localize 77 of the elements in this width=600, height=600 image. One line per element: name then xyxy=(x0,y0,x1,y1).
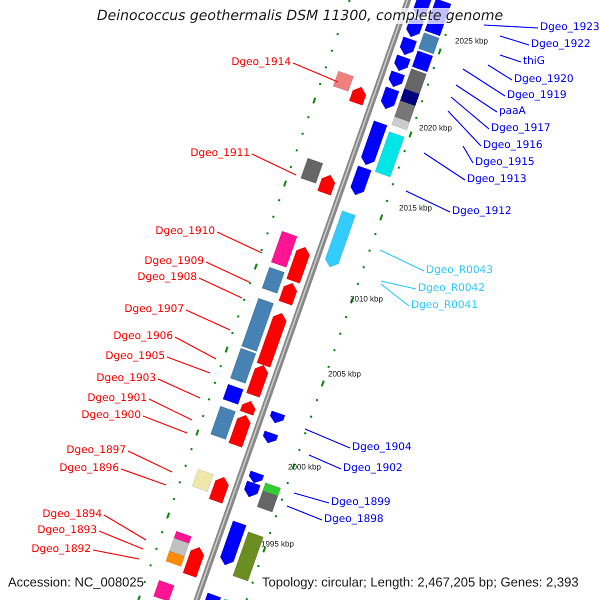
leader-line xyxy=(148,398,192,420)
accession-text: Accession: NC_008025 xyxy=(8,574,144,590)
leader-line xyxy=(92,549,140,560)
gene-label: Dgeo_1905 xyxy=(105,350,165,362)
leader-line xyxy=(380,280,416,290)
leader-line xyxy=(252,154,296,176)
scale-label: 1995 kbp xyxy=(261,540,294,548)
gene-label: paaA xyxy=(499,105,526,117)
gene-label: Dgeo_R0042 xyxy=(418,282,485,294)
scale-label: 2020 kbp xyxy=(419,124,452,132)
leader-line xyxy=(186,310,230,330)
gene-label: Dgeo_1911 xyxy=(190,147,250,159)
leader-line xyxy=(142,415,188,434)
leader-line xyxy=(304,428,350,448)
leader-line xyxy=(456,84,498,112)
leader-line xyxy=(424,152,466,180)
leader-line xyxy=(450,96,490,130)
gene-label: Dgeo_1906 xyxy=(113,330,173,342)
gene-label: Dgeo_1907 xyxy=(124,303,184,315)
scale-label: 2025 kbp xyxy=(455,36,488,46)
leader-line xyxy=(448,110,482,146)
gene-label: Dgeo_1915 xyxy=(475,156,535,168)
gene-label: Dgeo_R0041 xyxy=(411,299,478,311)
gene-label: Dgeo_1923 xyxy=(540,21,600,33)
gene-label: Dgeo_1904 xyxy=(352,441,412,453)
scale-label: 2010 kbp xyxy=(350,294,383,304)
leader-line xyxy=(308,454,342,470)
leader-line xyxy=(166,356,210,374)
gene-label: Dgeo_1893 xyxy=(37,524,97,536)
leader-line xyxy=(174,336,216,360)
scale-label: 2005 kbp xyxy=(328,370,361,378)
gene-label: Dgeo_1897 xyxy=(66,444,126,456)
gene-label: Dgeo_1914 xyxy=(231,56,291,68)
leader-line xyxy=(484,24,538,29)
gene-label: Dgeo_1917 xyxy=(491,122,551,134)
leader-line xyxy=(294,492,330,504)
leader-line xyxy=(380,284,410,306)
gene-label: Dgeo_1899 xyxy=(331,496,391,508)
leader-line xyxy=(462,68,506,96)
leader-line xyxy=(158,378,200,398)
genome-info-text: Topology: circular; Length: 2,467,205 bp; Genes: 2,393 xyxy=(262,574,579,590)
leader-line xyxy=(500,35,530,46)
gene-label: Dgeo_1910 xyxy=(155,225,215,237)
gene-label: Dgeo_1909 xyxy=(144,255,204,267)
gene-label: Dgeo_1896 xyxy=(59,462,119,474)
leader-line xyxy=(206,262,250,282)
leader-line xyxy=(462,146,474,164)
leader-line xyxy=(104,514,146,540)
gene-label: Dgeo_1901 xyxy=(87,392,147,404)
gene-label: Dgeo_1913 xyxy=(467,173,527,185)
leader-line xyxy=(98,530,144,550)
leader-line xyxy=(216,232,262,254)
gene-label: Dgeo_1922 xyxy=(531,38,591,50)
leader-line xyxy=(488,64,512,80)
gene-label: Dgeo_1912 xyxy=(452,205,512,217)
gene-label: Dgeo_1920 xyxy=(514,73,574,85)
gene-label: Dgeo_1916 xyxy=(483,139,543,151)
leader-line xyxy=(198,278,242,298)
gene-label: Dgeo_1898 xyxy=(324,513,384,525)
gene-label: Dgeo_1900 xyxy=(81,409,141,421)
gene-label: Dgeo_1919 xyxy=(507,89,567,101)
gene-label: Dgeo_1894 xyxy=(42,508,102,520)
leader-line xyxy=(406,190,450,212)
gene-label: Dgeo_1908 xyxy=(137,271,197,283)
scale-label: 2015 kbp xyxy=(399,204,432,212)
leader-line xyxy=(292,62,338,82)
gene-label: Dgeo_1892 xyxy=(31,543,91,555)
leader-line xyxy=(380,250,424,272)
gene-label: thiG xyxy=(523,55,545,67)
leader-line xyxy=(500,54,522,63)
gene-label: Dgeo_1902 xyxy=(343,462,403,474)
leader-line xyxy=(286,505,322,521)
gene-label: Dgeo_1903 xyxy=(96,372,156,384)
title: Deinococcus geothermalis DSM 11300, complete genome xyxy=(96,8,504,24)
leader-line xyxy=(128,450,172,472)
gene-label: Dgeo_R0043 xyxy=(426,264,493,276)
leader-line xyxy=(120,468,166,486)
